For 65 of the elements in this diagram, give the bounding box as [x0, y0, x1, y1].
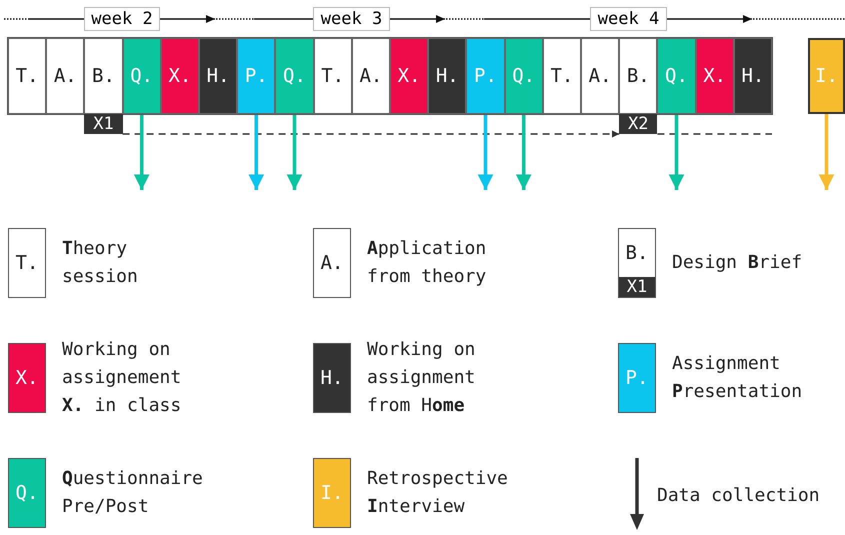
legend-description: Working on assignment from Home — [367, 338, 476, 418]
session-cell: A. — [46, 38, 84, 114]
legend-swatch — [8, 343, 46, 413]
session-cell: X. — [390, 38, 428, 114]
session-cell: I. — [808, 38, 845, 114]
session-cell: Q. — [504, 38, 543, 114]
legend-description: Application from theory — [367, 237, 488, 289]
swatch-letter: I. — [320, 482, 344, 504]
session-cell: H. — [734, 38, 772, 114]
session-cell: P. — [237, 38, 276, 114]
brief-tag: X1 — [619, 277, 655, 297]
session-cell: A. — [581, 38, 620, 114]
session-cell: H. — [199, 38, 238, 114]
session-cell: T. — [314, 38, 352, 114]
session-cell: B. — [84, 38, 123, 114]
week-label: week 4 — [590, 7, 667, 31]
brief-tag: X2 — [619, 114, 658, 134]
data-collection-arrow — [516, 114, 532, 190]
timeline-arrow — [390, 15, 445, 23]
timeline-arrow — [446, 18, 590, 20]
data-collection-arrow — [248, 114, 264, 190]
swatch-letter: T. — [16, 252, 38, 274]
legend-swatch — [313, 228, 351, 298]
legend-description: Questionnaire Pre/Post — [62, 467, 204, 519]
session-cell: Q. — [657, 38, 696, 114]
legend-swatch — [618, 228, 656, 298]
brief-tag: X1 — [84, 114, 123, 134]
legend-swatch — [618, 343, 656, 413]
data-collection-arrow — [286, 114, 302, 190]
swatch-letter: X. — [16, 367, 38, 389]
legend-description: Theory session — [62, 237, 139, 289]
week-label: week 3 — [313, 7, 390, 31]
data-collection-arrow — [478, 114, 494, 190]
session-cell: Q. — [275, 38, 314, 114]
legend-description: Retrospective Interview — [367, 467, 509, 519]
swatch-letter: B. — [626, 241, 648, 266]
session-cell: B. — [619, 38, 658, 114]
legend-description: Design Brief — [672, 251, 804, 275]
legend-description: Working on assignement X. in class — [62, 338, 182, 418]
session-cell: H. — [428, 38, 466, 114]
session-cell: Q. — [122, 38, 161, 114]
data-collection-arrow — [668, 114, 684, 190]
session-cell: T. — [8, 38, 46, 114]
data-collection-arrow — [818, 114, 834, 190]
swatch-letter: P. — [626, 367, 648, 389]
timeline-arrow — [4, 18, 84, 20]
week-label: week 2 — [84, 7, 160, 31]
swatch-letter: Q. — [16, 482, 38, 504]
legend-swatch — [8, 228, 46, 298]
session-cell: P. — [466, 38, 505, 114]
legend-description: Assignment Presentation — [672, 352, 804, 404]
session-cell: A. — [352, 38, 390, 114]
dashed-arrow — [122, 130, 620, 138]
legend-swatch — [313, 343, 351, 413]
session-cell: T. — [542, 38, 581, 114]
timeline-arrow — [667, 15, 752, 23]
session-cell: X. — [696, 38, 734, 114]
session-cell: X. — [160, 38, 199, 114]
legend-label: Data collection — [657, 484, 820, 508]
data-collection-arrow — [134, 114, 150, 190]
legend-swatch — [8, 458, 46, 528]
legend-swatch — [313, 458, 351, 528]
timeline-arrow — [160, 15, 215, 23]
swatch-letter: A. — [320, 252, 344, 274]
swatch-letter: H. — [320, 367, 344, 389]
